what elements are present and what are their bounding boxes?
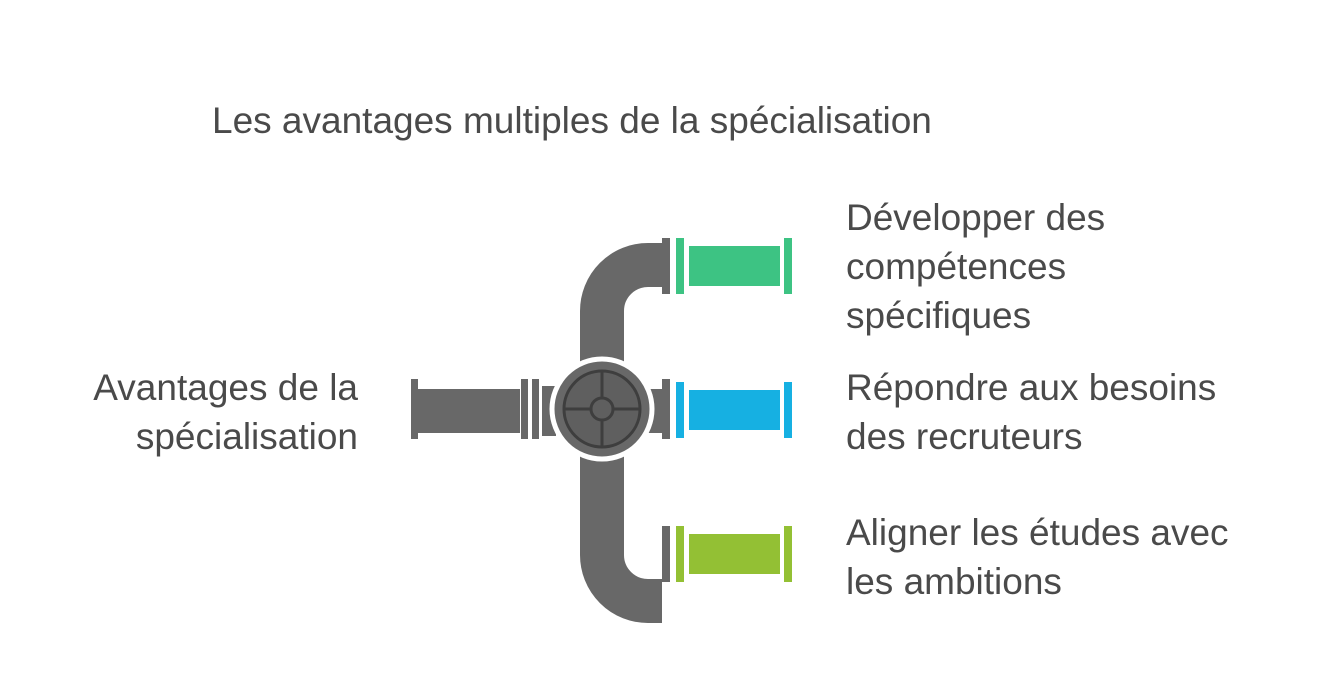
outlet-ambitions-flange <box>676 526 684 582</box>
source-label-line: Avantages de la <box>93 367 358 408</box>
valve-wheel-icon <box>549 356 655 462</box>
outlet-ambitions-pipe <box>689 534 780 574</box>
branch-label-line: compétences <box>846 246 1067 287</box>
outlet-develop-end <box>784 238 792 294</box>
branch-label-line: spécifiques <box>846 295 1032 336</box>
branch-label-ambitions: Aligner les études avec les ambitions <box>846 508 1286 606</box>
top-branch-flange <box>662 238 670 294</box>
middle-outlet-flange <box>662 379 670 439</box>
bottom-branch-flange <box>662 526 670 582</box>
outlet-develop-flange <box>676 238 684 294</box>
branch-label-line: Répondre aux besoins <box>846 367 1217 408</box>
outlet-recruiters-end <box>784 382 792 438</box>
inlet-flange <box>521 379 528 439</box>
outlet-recruiters <box>676 382 792 438</box>
branch-label-develop: Développer des compétences spécifiques <box>846 193 1286 340</box>
outlet-ambitions-end <box>784 526 792 582</box>
inlet-pipe <box>418 389 520 433</box>
diagram-title: Les avantages multiples de la spécialisa… <box>212 100 932 141</box>
branch-label-line: Aligner les études avec <box>846 512 1229 553</box>
branch-label-line: Développer des <box>846 197 1106 238</box>
outlet-ambitions <box>676 526 792 582</box>
source-label-line: spécialisation <box>135 416 358 457</box>
outlet-develop <box>676 238 792 294</box>
source-label: Avantages de la spécialisation <box>38 363 358 461</box>
branch-label-line: des recruteurs <box>846 416 1083 457</box>
branch-label-recruiters: Répondre aux besoins des recruteurs <box>846 363 1286 461</box>
outlet-develop-pipe <box>689 246 780 286</box>
inlet-flange <box>532 379 539 439</box>
outlet-recruiters-pipe <box>689 390 780 430</box>
branch-label-line: les ambitions <box>846 561 1062 602</box>
outlet-recruiters-flange <box>676 382 684 438</box>
inlet-flange <box>411 379 418 439</box>
